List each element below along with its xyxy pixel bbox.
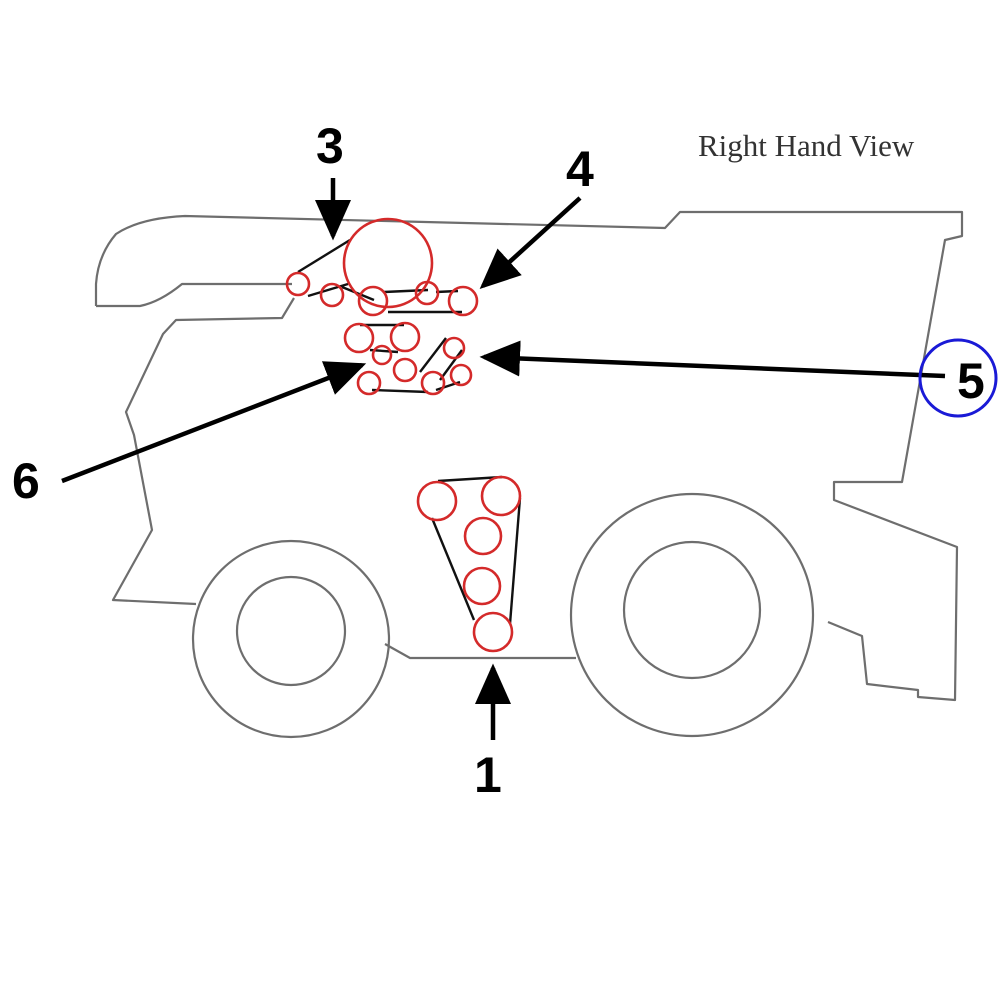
frame-bottom-line [384, 643, 576, 660]
pulley [357, 285, 389, 317]
pulley [371, 344, 393, 366]
pulley [480, 475, 522, 517]
callout-5: 5 [957, 353, 985, 409]
belt-segment [297, 238, 351, 274]
upper-belt-drive [285, 217, 479, 317]
pulley [462, 566, 502, 606]
pulley [449, 363, 473, 387]
middle-belt-drive [343, 321, 473, 396]
callout-4: 4 [566, 141, 594, 197]
pulley-large [342, 217, 434, 309]
pulley [414, 280, 440, 306]
belt-segment [439, 349, 463, 381]
view-title: Right Hand View [698, 128, 915, 163]
front-wheel-tire [191, 539, 391, 739]
belt-segment [437, 475, 503, 483]
hood-inner-line [96, 282, 292, 308]
belt-segment [371, 388, 429, 394]
pulley [463, 516, 503, 556]
arrow-icon [479, 196, 582, 290]
arrow-icon [61, 361, 367, 484]
arrow-icon [479, 340, 946, 379]
pulley [447, 285, 479, 317]
pulley [356, 370, 382, 396]
belt-segment [508, 497, 522, 625]
pulley [420, 370, 446, 396]
lower-belt-drive [416, 475, 522, 653]
callout-6: 6 [12, 453, 40, 509]
belt-segment [383, 288, 429, 294]
highlight-ring-icon [918, 338, 998, 418]
belt-segment [430, 517, 476, 621]
rear-wheel-tire [569, 492, 815, 738]
pulley [392, 357, 418, 383]
pulley [319, 282, 345, 308]
front-wheel-hub [235, 575, 347, 687]
rear-wheel-hub [622, 540, 762, 680]
pulley [343, 322, 375, 354]
pulley [472, 611, 514, 653]
callout-1: 1 [474, 747, 502, 803]
belt-segment [419, 337, 447, 373]
callout-3: 3 [316, 118, 344, 174]
pulley [285, 271, 311, 297]
grain-tank-hood [94, 210, 964, 702]
pulley [389, 321, 421, 353]
pulley [442, 336, 466, 360]
belt-segment [307, 282, 349, 298]
upper-body-line [111, 297, 295, 606]
combine-outline [94, 210, 964, 739]
pulley [416, 480, 458, 522]
callout-arrows [61, 178, 946, 740]
